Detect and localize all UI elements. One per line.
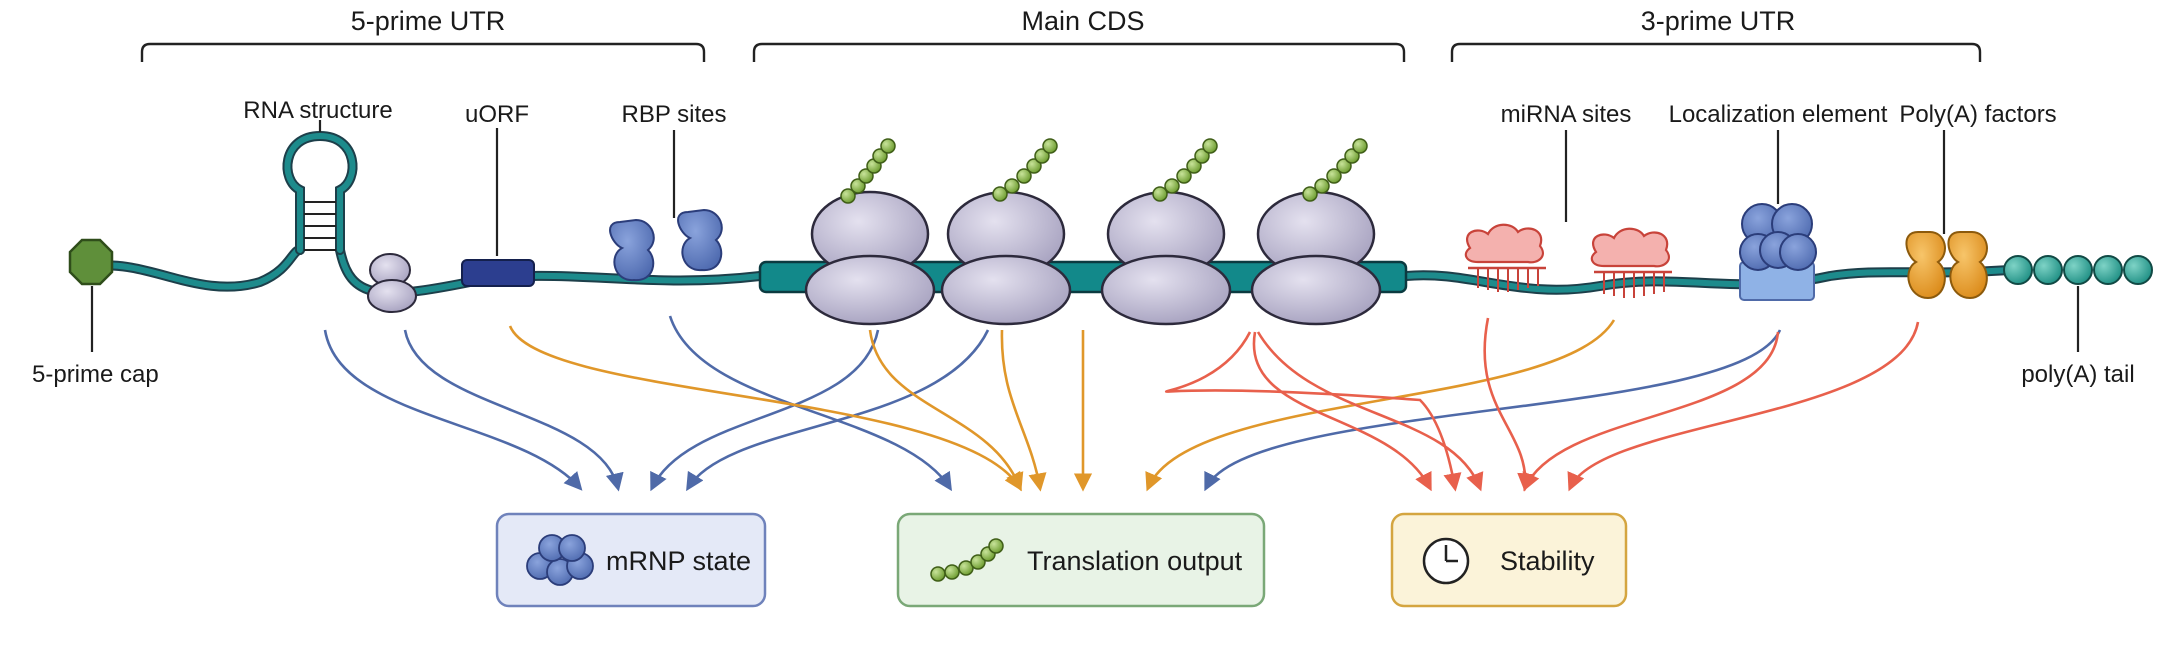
arrow-polya-to-stability — [1567, 321, 1920, 492]
mirna-complex-icon-1 — [1464, 223, 1546, 292]
rbp-icon — [609, 130, 723, 282]
arrow-cds-to-stability — [1165, 331, 1462, 492]
clock-icon — [1422, 537, 1470, 585]
nascent-peptide-icon-3 — [1152, 138, 1218, 202]
arrow-localization-to-translation — [1204, 329, 1782, 492]
label-rbp-sites: RBP sites — [622, 101, 727, 128]
polya-factors-icon — [1905, 130, 1988, 300]
arrow-uorf-to-translation — [508, 325, 1022, 492]
output-box-translation-output: Translation output — [896, 512, 1266, 608]
arrow-mirna-to-stability — [1483, 317, 1536, 492]
output-box-mrnp-state: mRNP state — [495, 512, 767, 608]
region-label-5utr: 5-prime UTR — [351, 6, 506, 36]
arrow-cds-ribosome2-to-translation — [1000, 329, 1047, 492]
arrow-cds-ribosome2-to-mrnp — [686, 329, 990, 492]
ribosome-icon-1 — [804, 138, 936, 326]
label-polya-tail: poly(A) tail — [2021, 361, 2134, 388]
ribosome-icon-3 — [1100, 138, 1232, 326]
label-rna-structure: RNA structure — [243, 97, 392, 124]
label-5-prime-cap: 5-prime cap — [32, 361, 159, 388]
influence-arrows — [323, 315, 1920, 492]
nascent-peptide-icon-2 — [992, 138, 1058, 202]
nascent-peptide-icon-4 — [1302, 138, 1368, 202]
arrow-rna-structure-to-mrnp — [323, 329, 583, 491]
region-bracket-5utr: 5-prime UTR — [140, 6, 706, 62]
region-label-3utr: 3-prime UTR — [1641, 6, 1796, 36]
mirna-complex-icon-2 — [1590, 227, 1672, 298]
scanning-ribosome-icon — [367, 253, 417, 313]
uorf-icon — [461, 128, 535, 287]
output-box-stability: Stability — [1390, 512, 1628, 608]
region-bracket-3utr: 3-prime UTR — [1450, 6, 1982, 62]
output-label-translation-output: Translation output — [1027, 546, 1243, 576]
polya-tail-icon — [2003, 255, 2153, 352]
ribosome-icon-4 — [1250, 138, 1382, 326]
label-mirna-sites: miRNA sites — [1501, 101, 1632, 128]
ribosome-icon-2 — [940, 138, 1072, 326]
nascent-peptide-icon-1 — [840, 138, 896, 204]
label-localization-element: Localization element — [1669, 101, 1888, 128]
arrow-cds-ribosome4-to-stability — [1256, 331, 1484, 492]
output-label-stability: Stability — [1500, 546, 1595, 576]
arrow-localization-to-stability — [1522, 331, 1780, 492]
rna-structure-hairpin — [304, 201, 336, 251]
arrow-cds-ribosome1-to-translation — [868, 329, 1024, 492]
label-polya-factors: Poly(A) factors — [1899, 101, 2056, 128]
arrow-rbp-to-translation — [668, 315, 952, 492]
arrow-cds-ribosome1-to-mrnp — [650, 329, 880, 492]
region-label-cds: Main CDS — [1021, 6, 1144, 36]
five-prime-cap-icon — [68, 238, 114, 352]
label-uorf: uORF — [465, 101, 529, 128]
localization-element-icon — [1739, 130, 1817, 301]
region-bracket-cds: Main CDS — [752, 6, 1406, 62]
peptide-chain-icon — [930, 538, 1004, 582]
arrow-scanning-ribosome-to-mrnp — [403, 329, 624, 492]
mrnp-complex-icon — [526, 534, 594, 586]
arrow-cds-ribosome3-to-stability — [1252, 331, 1432, 492]
output-label-mrnp-state: mRNP state — [606, 546, 751, 576]
arrow-mirna-to-translation — [1145, 319, 1616, 492]
